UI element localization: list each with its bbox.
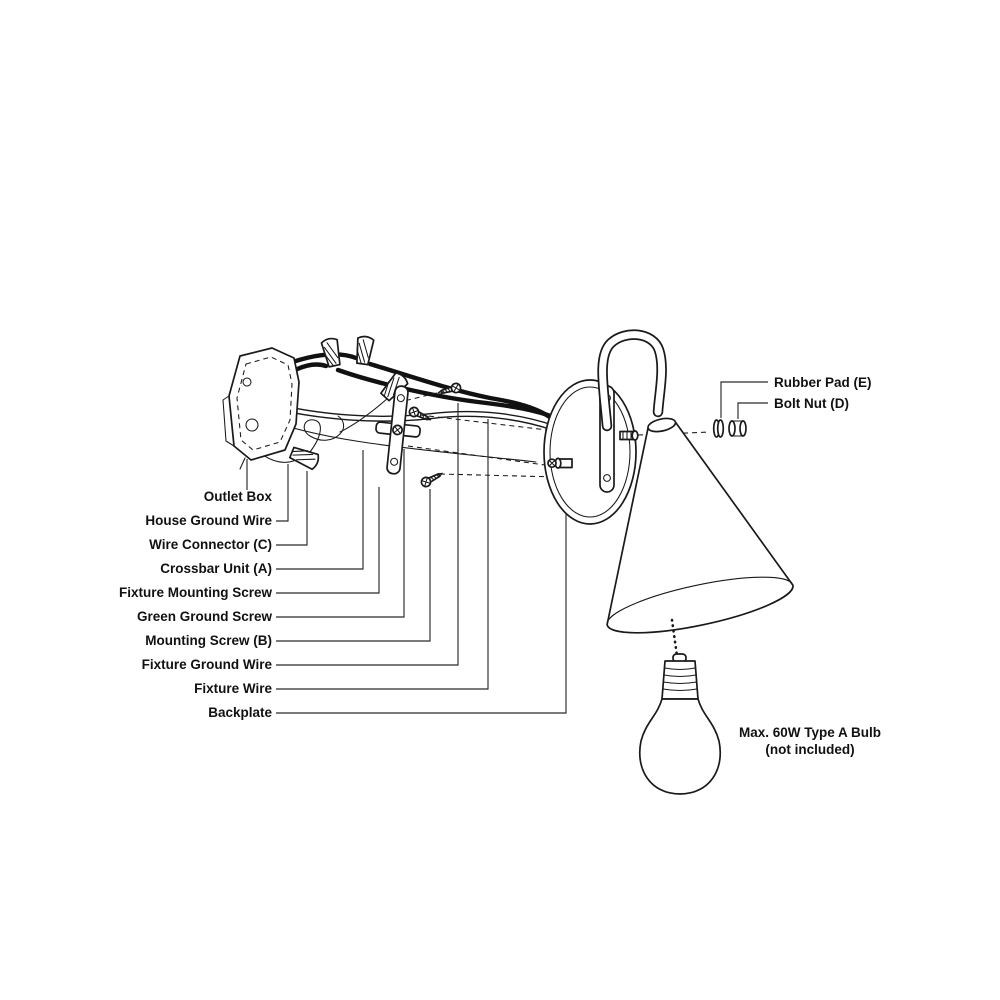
label-mounting-screw-b: Mounting Screw (B): [145, 633, 272, 648]
leader-lines: [246, 381, 768, 714]
wire-connector-ground: [288, 444, 322, 472]
lamp-shade: [606, 417, 794, 634]
crossbar-unit-a: [375, 385, 421, 475]
fixture-ground-wire: [339, 397, 389, 433]
mounting-screw-b: [418, 468, 446, 490]
label-rubber-pad-e: Rubber Pad (E): [774, 375, 872, 390]
label-fixture-mounting-screw: Fixture Mounting Screw: [119, 585, 273, 600]
bolt-nut: [728, 420, 747, 437]
label-house-ground-wire: House Ground Wire: [145, 513, 272, 528]
gooseneck-arm: [597, 329, 667, 432]
wire-nut-icon: [353, 334, 375, 366]
label-backplate: Backplate: [208, 705, 272, 720]
label-crossbar-unit-a: Crossbar Unit (A): [160, 561, 272, 576]
label-wire-connector-c: Wire Connector (C): [149, 537, 272, 552]
label-outlet-box: Outlet Box: [204, 489, 273, 504]
label-bolt-nut-d: Bolt Nut (D): [774, 396, 849, 411]
label-bulb-note-line2: (not included): [765, 742, 854, 757]
backplate-posts: [547, 430, 639, 469]
backplate: [543, 379, 637, 525]
light-bulb: [639, 653, 721, 795]
label-fixture-wire: Fixture Wire: [194, 681, 272, 696]
label-green-ground-screw: Green Ground Screw: [137, 609, 273, 624]
label-bulb-note-line1: Max. 60W Type A Bulb: [739, 725, 881, 740]
rubber-pad: [712, 419, 725, 438]
wire-nut-icon: [320, 336, 344, 369]
outlet-box: [222, 347, 300, 470]
label-fixture-ground-wire: Fixture Ground Wire: [142, 657, 273, 672]
part-labels: Outlet Box House Ground Wire Wire Connec…: [119, 375, 881, 757]
